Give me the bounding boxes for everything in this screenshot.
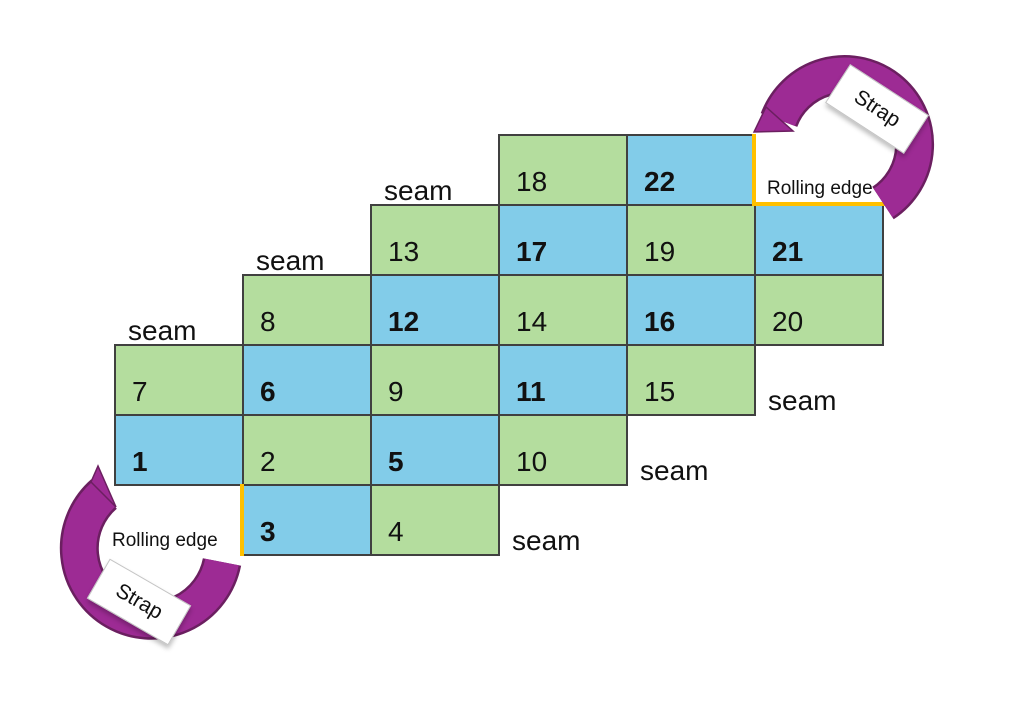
rolling-edge-line-top-horizontal xyxy=(752,202,887,206)
cell-18: 18 xyxy=(498,134,628,206)
cell-16: 16 xyxy=(626,274,756,346)
rolling-edge-label-top: Rolling edge xyxy=(767,178,873,199)
cell-3: 3 xyxy=(242,484,372,556)
seam-label-row2: seam xyxy=(128,315,197,346)
cell-13: 13 xyxy=(370,204,500,276)
rolling-edge-line-bottom-vertical xyxy=(240,484,244,556)
seam-label-row1: seam xyxy=(256,245,325,276)
cell-1: 1 xyxy=(114,414,244,486)
cell-5: 5 xyxy=(370,414,500,486)
cell-22: 22 xyxy=(626,134,756,206)
rolling-edge-line-top-vertical xyxy=(752,134,756,205)
seam-label-row4: seam xyxy=(640,455,709,486)
cell-14: 14 xyxy=(498,274,628,346)
cell-15: 15 xyxy=(626,344,756,416)
rolling-edge-label-bottom: Rolling edge xyxy=(112,530,218,551)
cell-4: 4 xyxy=(370,484,500,556)
strap-arrow-tip-bottom-icon xyxy=(90,464,117,508)
strap-arrow-tip-top-icon xyxy=(752,105,795,133)
cell-7: 7 xyxy=(114,344,244,416)
seam-label-row3: seam xyxy=(768,385,837,416)
seam-label-row0: seam xyxy=(384,175,453,206)
cell-20: 20 xyxy=(754,274,884,346)
seam-label-row5: seam xyxy=(512,525,581,556)
cell-12: 12 xyxy=(370,274,500,346)
cell-10: 10 xyxy=(498,414,628,486)
cell-9: 9 xyxy=(370,344,500,416)
cell-8: 8 xyxy=(242,274,372,346)
